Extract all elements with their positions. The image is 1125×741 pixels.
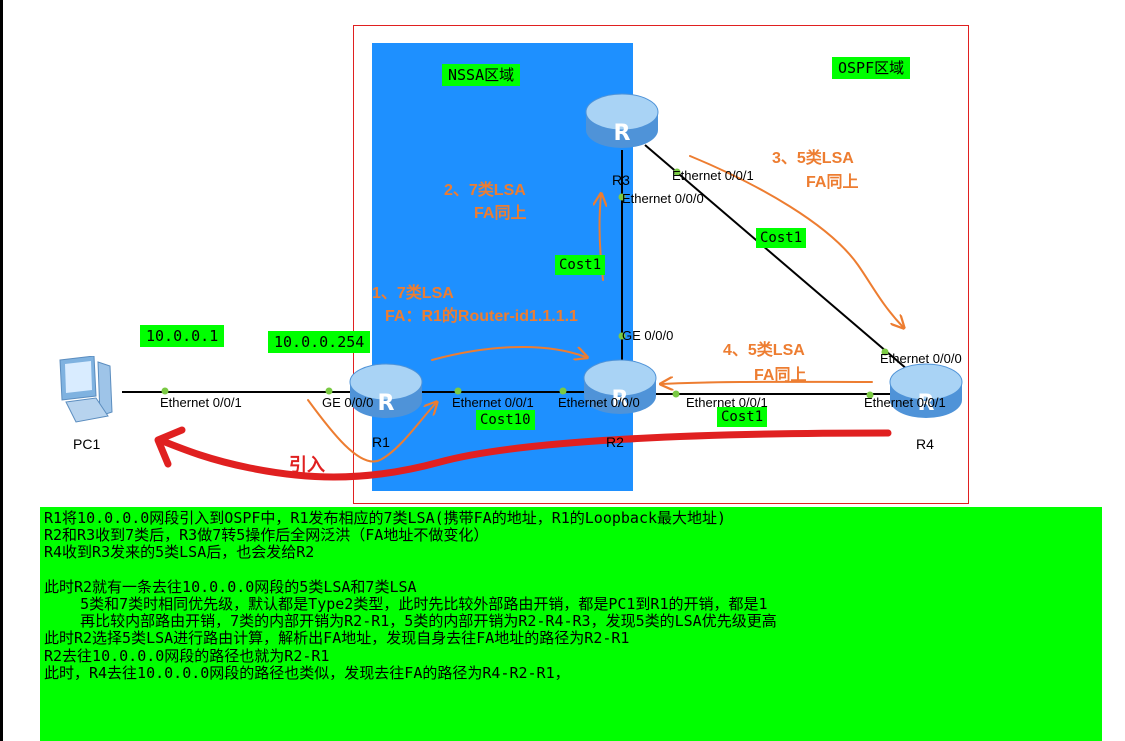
r1-eth-port-label: Ethernet 0/0/1 [452,395,534,410]
note-line: R1将10.0.0.0网段引入到OSPF中，R1发布相应的7类LSA(携带FA的… [44,509,727,527]
r3-eth001-port-label: Ethernet 0/0/1 [672,168,754,183]
nssa-area-label: NSSA区域 [442,64,521,86]
step4-title: 4、5类LSA [723,342,805,359]
note-line [44,562,1098,579]
cost-r2-r3-label: Cost1 [555,255,606,275]
router-r2-icon[interactable]: R [582,356,658,418]
note-line: 5类和7类时相同优先级，默认都是Type2类型，此时先比较外部路由开销，都是PC… [44,594,768,613]
arrow-step3 [689,155,903,327]
step1-fa: FA：R1的Router-id1.1.1.1 [385,308,578,325]
r3-label: R3 [612,172,630,188]
note-line: 此时R2就有一条去往10.0.0.0网段的5类LSA和7类LSA [44,577,417,596]
import-label: 引入 [289,455,325,475]
step4-fa: FA同上 [754,367,807,384]
note-line: 此时R2选择5类LSA进行路由计算，解析出FA地址，发现自身去往FA地址的路径为… [44,629,630,648]
link-r3-r4 [644,144,909,371]
step2-fa: FA同上 [474,205,527,222]
arrow-step4 [662,382,873,384]
note-line: 此时，R4去往10.0.0.0网段的路径也类似，发现去往FA的路径为R4-R2-… [44,663,570,682]
r2-eth000-port-label: Ethernet 0/0/0 [558,395,640,410]
arrow-step1-back [307,399,436,463]
r4-eth001-port-label: Ethernet 0/0/1 [864,395,946,410]
svg-text:R: R [918,391,935,416]
cost-r1-r2-label: Cost10 [476,410,535,430]
cost-r2-r4-label: Cost1 [717,407,768,427]
r1-ip-label: 10.0.0.254 [268,331,371,353]
r2-eth001-port-label: Ethernet 0/0/1 [686,395,768,410]
pc1-ip-label: 10.0.0.1 [140,325,225,347]
step2-title: 2、7类LSA [444,182,526,199]
cost-r3-r4-label: Cost1 [756,228,807,248]
ospf-area-frame [353,25,969,504]
ospf-area-label: OSPF区域 [832,57,911,79]
window-left-border [0,0,3,741]
arrow-step1 [431,346,586,361]
note-line: R2和R3收到7类后，R3做7转5操作后全网泛洪（FA地址不做变化） [44,526,489,545]
step3-fa: FA同上 [806,174,859,191]
svg-text:R: R [614,121,631,146]
router-r3-icon[interactable]: R [584,90,660,152]
svg-text:R: R [612,387,629,412]
note-line: 再比较内部路由开销，7类的内部开销为R2-R1，5类的内部开销为R2-R4-R3… [44,612,777,631]
r1-ge-port-label: GE 0/0/0 [322,395,374,410]
note-line: R2去往10.0.0.0网段的路径也就为R2-R1 [44,646,330,665]
explanation-notes: R1将10.0.0.0网段引入到OSPF中，R1发布相应的7类LSA(携带FA的… [40,507,1102,741]
step3-title: 3、5类LSA [772,150,854,167]
svg-text:R: R [378,391,395,416]
router-r4-icon[interactable]: R [888,360,964,422]
r4-eth000-port-label: Ethernet 0/0/0 [880,351,962,366]
r1-label: R1 [372,434,390,450]
step1-title: 1、7类LSA [372,285,454,302]
pc1-port-label: Ethernet 0/0/1 [160,395,242,410]
r2-ge-port-label: GE 0/0/0 [622,328,674,343]
r3-eth000-port-label: Ethernet 0/0/0 [622,191,704,206]
router-r1-icon[interactable]: R [348,360,424,422]
r2-label: R2 [606,434,624,450]
import-arrow [156,429,892,481]
pc-icon[interactable] [52,355,122,426]
note-line: R4收到R3发来的5类LSA后，也会发给R2 [44,543,315,562]
r4-label: R4 [916,436,934,452]
pc1-label: PC1 [73,436,101,452]
